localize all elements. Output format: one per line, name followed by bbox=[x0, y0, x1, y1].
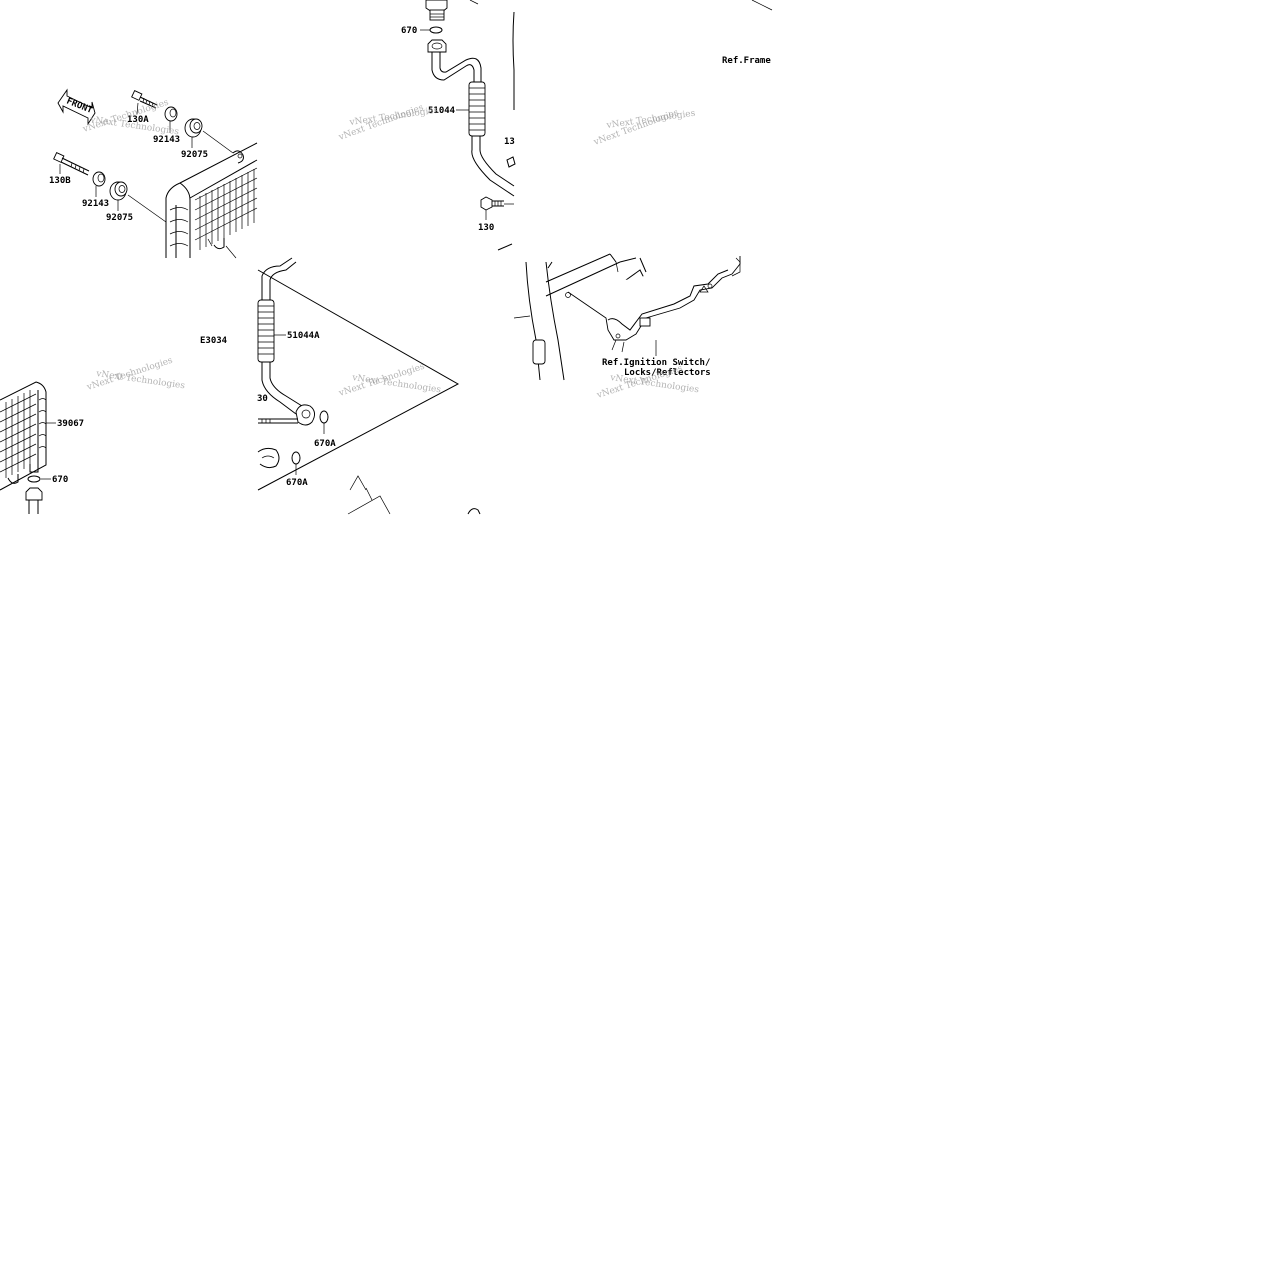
watermark-ml: vNext Technologies vNext Technologies bbox=[85, 356, 186, 394]
label-ref-ignition-line2: Locks/Reflectors bbox=[624, 368, 711, 378]
label-ref-frame: Ref.Frame bbox=[722, 56, 771, 66]
watermark-tl: vNext Technologies vNext Technologies bbox=[81, 98, 180, 138]
damper-92075-top bbox=[184, 118, 234, 154]
label-51044a: 51044A bbox=[287, 331, 320, 341]
pipe-flange-upper bbox=[295, 404, 315, 426]
o-ring-670a-lower bbox=[291, 451, 301, 465]
label-51044: 51044 bbox=[428, 106, 456, 116]
panel-frame-ref: Ref.Frame vNext Technologies vNext Techn… bbox=[592, 0, 773, 148]
bolt-130a bbox=[131, 89, 158, 115]
watermark-bm: vNext Technologies vNext Technologies bbox=[337, 362, 442, 400]
label-130a: 130A bbox=[127, 115, 149, 125]
label-670-left: 670 bbox=[52, 475, 68, 485]
collar-92143-top bbox=[164, 106, 178, 133]
label-13-partial: 13 bbox=[504, 137, 515, 147]
label-e3034: E3034 bbox=[200, 336, 228, 346]
panel-lower-oil-pipe bbox=[257, 257, 481, 515]
bolt-130 bbox=[480, 196, 514, 220]
oil-pipe-51044 bbox=[427, 39, 515, 197]
label-30-partial: 30 bbox=[257, 394, 268, 404]
svg-text:vNext Technologies: vNext Technologies bbox=[592, 108, 681, 148]
frame-edge bbox=[512, 11, 515, 110]
bolt-partial bbox=[506, 156, 516, 168]
collar-92143-bottom bbox=[92, 171, 106, 197]
callout-triangle bbox=[257, 269, 460, 491]
o-ring-670-left bbox=[27, 475, 41, 483]
label-92143-bottom: 92143 bbox=[82, 199, 109, 209]
watermark-tr: vNext Technologies vNext Technologies bbox=[592, 108, 697, 148]
bolt-130b bbox=[53, 151, 90, 176]
label-ref-ignition-line1: Ref.Ignition Switch/ bbox=[602, 357, 710, 368]
oil-pipe-51044a bbox=[257, 299, 275, 363]
label-670a-upper: 670A bbox=[314, 439, 336, 449]
label-92143-top: 92143 bbox=[153, 135, 180, 145]
label-670-top: 670 bbox=[401, 26, 417, 36]
damper-92075-bottom bbox=[109, 181, 167, 223]
label-130b: 130B bbox=[49, 176, 71, 186]
label-92075-top: 92075 bbox=[181, 150, 208, 160]
label-670a-lower: 670A bbox=[286, 478, 308, 488]
fitting-top bbox=[425, 0, 448, 21]
panel-upper-oil-pipe: 670 51044 13 130 bbox=[337, 0, 516, 233]
panel-bracket-ignition bbox=[497, 243, 741, 381]
label-130: 130 bbox=[478, 223, 494, 233]
label-39067: 39067 bbox=[57, 419, 84, 429]
o-ring-670-top bbox=[429, 26, 443, 34]
svg-text:vNext Technologies: vNext Technologies bbox=[337, 362, 426, 400]
o-ring-670a-upper bbox=[319, 410, 329, 424]
panel-oil-cooler-mount: FRONT 130A 92143 92075 bbox=[49, 88, 258, 259]
watermark-tm: vNext Technologies vNext Technologies bbox=[337, 103, 440, 143]
panel-oil-cooler-39067 bbox=[0, 381, 56, 514]
label-92075-bottom: 92075 bbox=[106, 213, 133, 223]
oil-cooler-upper bbox=[165, 142, 258, 259]
